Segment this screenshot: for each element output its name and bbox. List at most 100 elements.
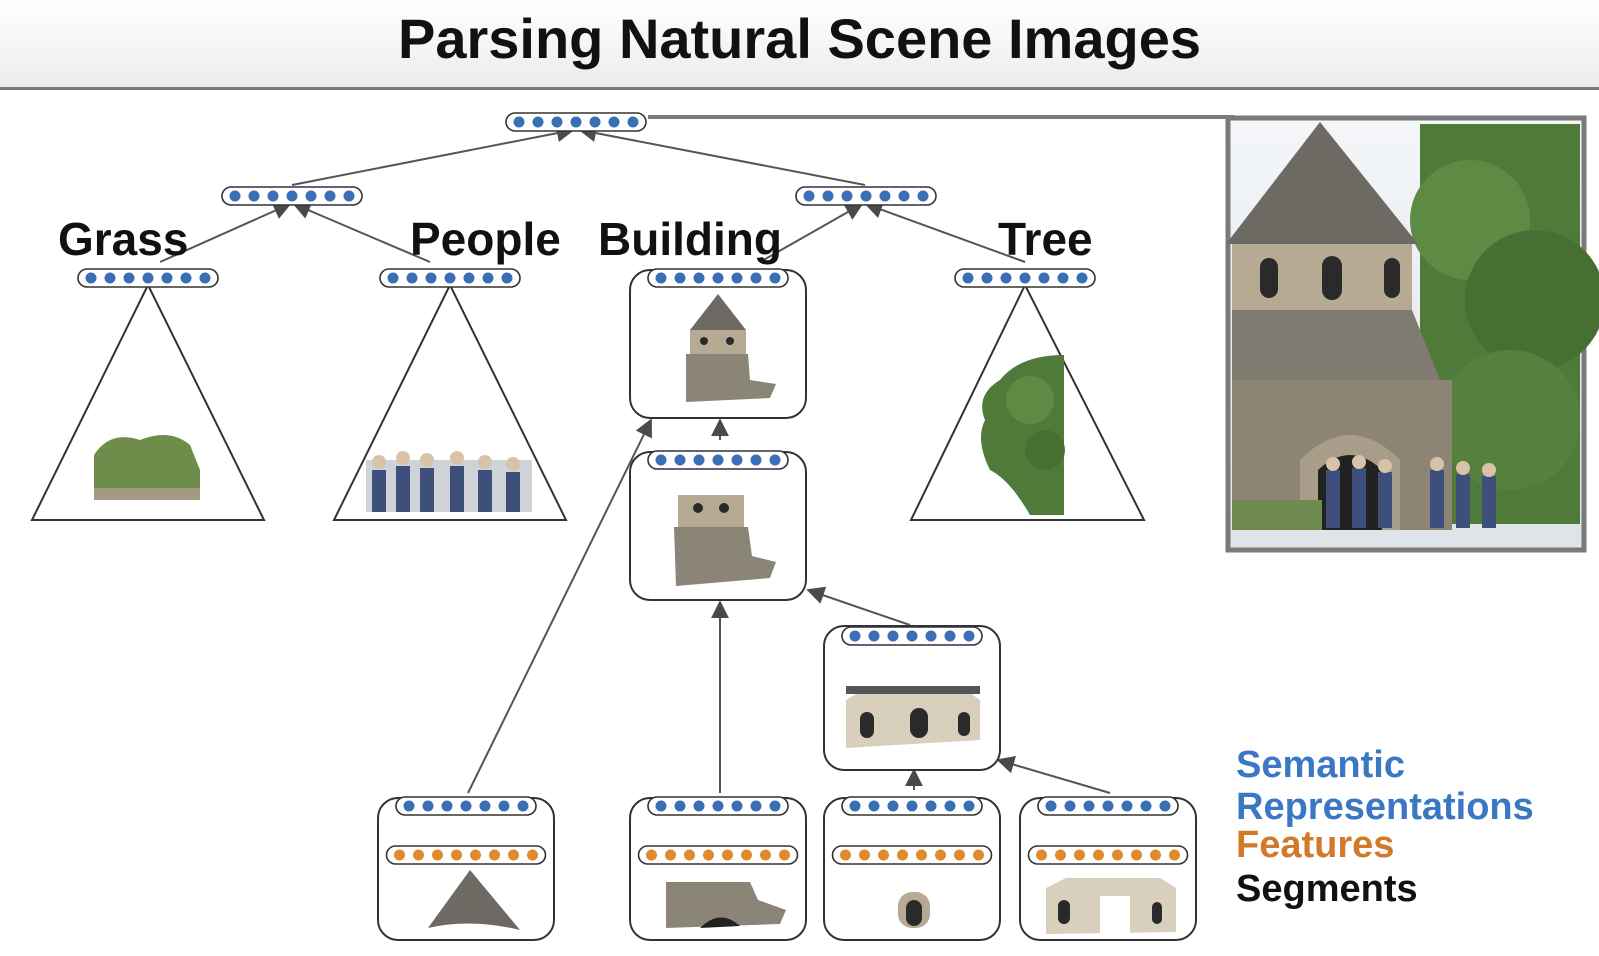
node-unit <box>731 272 743 284</box>
label-people: People <box>410 213 561 265</box>
page-title: Parsing Natural Scene Images <box>397 7 1201 70</box>
node-unit <box>693 800 705 812</box>
node-unit <box>750 454 762 466</box>
node-vector-grass <box>77 268 219 288</box>
segment-window <box>898 892 930 928</box>
node-vector-leaf1-sem <box>395 796 537 816</box>
node-unit <box>674 454 686 466</box>
node-unit <box>878 849 889 861</box>
node-unit <box>655 800 667 812</box>
node-vector-building-mid <box>647 450 789 470</box>
node-unit <box>840 849 851 861</box>
node-unit <box>463 272 475 284</box>
node-unit <box>868 630 880 642</box>
node-vectors <box>77 112 1189 865</box>
node-unit <box>422 800 434 812</box>
node-vector-leaf4-feat <box>1027 845 1189 865</box>
node-unit <box>731 800 743 812</box>
node-unit <box>1064 800 1076 812</box>
node-unit <box>841 190 853 202</box>
node-unit <box>1076 272 1088 284</box>
label-building: Building <box>598 213 782 265</box>
node-vector-leaf3-feat <box>831 845 993 865</box>
node-unit <box>712 454 724 466</box>
node-unit <box>1038 272 1050 284</box>
segment-grass <box>94 435 200 500</box>
segment-drum <box>846 686 980 748</box>
scene-image <box>1225 115 1599 553</box>
node-vector-drum <box>841 626 983 646</box>
node-unit <box>917 190 929 202</box>
node-unit <box>527 849 538 861</box>
node-unit <box>305 190 317 202</box>
node-vector-leaf2-sem <box>647 796 789 816</box>
node-unit <box>935 849 946 861</box>
node-unit <box>142 272 154 284</box>
node-unit <box>248 190 260 202</box>
node-vector-people <box>379 268 521 288</box>
node-unit <box>1102 800 1114 812</box>
node-unit <box>868 800 880 812</box>
node-unit <box>860 190 872 202</box>
segment-roof <box>428 870 520 930</box>
legend-features: Features <box>1236 824 1395 866</box>
node-unit <box>1000 272 1012 284</box>
node-unit <box>887 630 899 642</box>
edge-roof-to-building <box>467 418 652 794</box>
node-unit <box>1019 272 1031 284</box>
node-vector-leaf4-sem <box>1037 796 1179 816</box>
node-unit <box>501 272 513 284</box>
region-labels: Grass People Building Tree <box>58 213 1093 265</box>
node-vector-leaf2-feat <box>637 845 799 865</box>
node-unit <box>981 272 993 284</box>
node-unit <box>1131 849 1142 861</box>
node-unit <box>849 630 861 642</box>
node-unit <box>849 800 861 812</box>
node-unit <box>897 849 908 861</box>
node-unit <box>104 272 116 284</box>
node-unit <box>769 454 781 466</box>
label-grass: Grass <box>58 213 188 265</box>
node-unit <box>1093 849 1104 861</box>
node-unit <box>343 190 355 202</box>
node-unit <box>517 800 529 812</box>
node-unit <box>1036 849 1047 861</box>
node-vector-leaf1-feat <box>385 845 547 865</box>
node-unit <box>703 849 714 861</box>
node-unit <box>887 800 899 812</box>
node-unit <box>394 849 405 861</box>
node-unit <box>859 849 870 861</box>
label-tree: Tree <box>998 213 1093 265</box>
node-unit <box>750 272 762 284</box>
segment-building-full <box>686 294 776 402</box>
node-unit <box>508 849 519 861</box>
node-unit <box>432 849 443 861</box>
node-unit <box>406 272 418 284</box>
node-vector-tree <box>954 268 1096 288</box>
node-unit <box>973 849 984 861</box>
node-unit <box>674 800 686 812</box>
node-unit <box>684 849 695 861</box>
node-unit <box>925 800 937 812</box>
node-unit <box>665 849 676 861</box>
node-vector-root <box>505 112 647 132</box>
node-unit <box>655 272 667 284</box>
node-unit <box>229 190 241 202</box>
node-unit <box>1112 849 1123 861</box>
node-unit <box>498 800 510 812</box>
tree-triangle <box>909 282 1146 521</box>
node-unit <box>267 190 279 202</box>
node-boxes <box>377 269 1197 941</box>
node-unit <box>551 116 563 128</box>
legend-representations: Representations <box>1236 786 1534 828</box>
segment-facade <box>1046 878 1176 934</box>
grass-triangle <box>30 282 266 521</box>
node-unit <box>674 272 686 284</box>
node-unit <box>769 800 781 812</box>
node-unit <box>608 116 620 128</box>
node-unit <box>85 272 97 284</box>
node-unit <box>199 272 211 284</box>
node-unit <box>570 116 582 128</box>
node-unit <box>1121 800 1133 812</box>
